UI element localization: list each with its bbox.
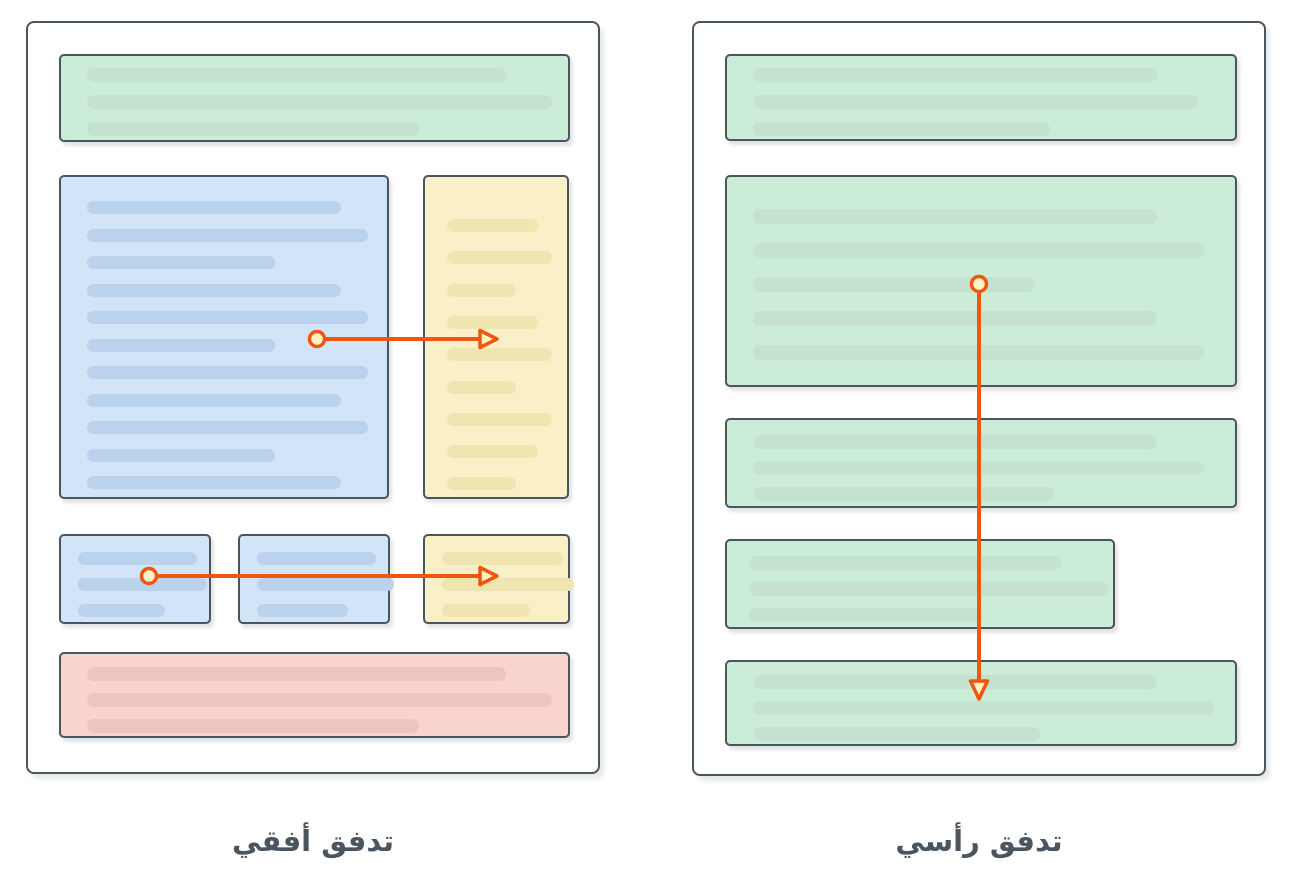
placeholder-text-line — [87, 95, 552, 109]
section-block-2 — [725, 175, 1237, 387]
panel-horizontal-flow — [26, 21, 600, 774]
section-block-5 — [725, 660, 1237, 746]
section-block-1 — [725, 54, 1237, 141]
placeholder-text-line — [753, 209, 1157, 224]
placeholder-text-line — [753, 487, 1055, 501]
placeholder-text-line — [447, 381, 516, 394]
placeholder-text-line — [447, 477, 516, 490]
placeholder-text-line — [447, 316, 538, 329]
placeholder-text-line — [87, 476, 341, 489]
placeholder-text-line — [442, 604, 530, 617]
placeholder-text-line — [753, 675, 1157, 689]
placeholder-text-line — [753, 243, 1204, 258]
placeholder-text-line — [87, 201, 341, 214]
placeholder-text-line — [257, 604, 348, 617]
placeholder-text-line — [87, 719, 419, 733]
placeholder-text-line — [87, 339, 275, 352]
placeholder-text-line — [442, 552, 563, 565]
placeholder-text-line — [87, 667, 506, 681]
placeholder-text-line — [753, 461, 1204, 475]
placeholder-text-line — [753, 277, 1035, 292]
placeholder-text-line — [749, 582, 1108, 596]
placeholder-text-line — [753, 345, 1204, 360]
sidebar-block — [423, 175, 569, 499]
placeholder-text-line — [87, 68, 506, 82]
section-block-3 — [725, 418, 1237, 508]
placeholder-text-line — [753, 727, 1040, 741]
placeholder-text-line — [749, 556, 1061, 570]
placeholder-text-line — [442, 578, 574, 591]
placeholder-text-line — [753, 311, 1157, 326]
caption-horizontal-flow: تدفق أفقي — [231, 824, 394, 858]
card-block-1 — [59, 534, 211, 624]
placeholder-text-line — [447, 445, 538, 458]
placeholder-text-line — [87, 229, 368, 242]
placeholder-text-line — [257, 578, 394, 591]
footer-block — [59, 652, 570, 738]
placeholder-text-line — [87, 421, 368, 434]
placeholder-text-line — [78, 604, 165, 617]
placeholder-text-line — [257, 552, 376, 565]
placeholder-text-line — [87, 122, 419, 136]
placeholder-text-line — [749, 608, 983, 622]
placeholder-text-line — [447, 219, 538, 232]
placeholder-text-line — [753, 68, 1157, 82]
card-block-3 — [423, 534, 574, 624]
placeholder-text-line — [753, 435, 1157, 449]
placeholder-text-line — [87, 693, 552, 707]
placeholder-text-line — [447, 251, 552, 264]
caption-vertical-flow: تدفق رأسي — [895, 824, 1063, 858]
placeholder-text-line — [447, 284, 516, 297]
placeholder-text-line — [753, 122, 1050, 136]
placeholder-text-line — [87, 284, 341, 297]
section-block-4 — [725, 539, 1115, 629]
placeholder-text-line — [78, 578, 207, 591]
header-block — [59, 54, 570, 142]
placeholder-text-line — [447, 348, 552, 361]
main-content-block — [59, 175, 389, 499]
placeholder-text-line — [753, 95, 1198, 109]
placeholder-text-line — [78, 552, 197, 565]
placeholder-text-line — [753, 701, 1214, 715]
placeholder-text-line — [87, 449, 275, 462]
placeholder-text-line — [87, 394, 341, 407]
placeholder-text-line — [87, 366, 368, 379]
panel-vertical-flow — [692, 21, 1266, 776]
placeholder-text-line — [87, 256, 275, 269]
placeholder-text-line — [87, 311, 368, 324]
placeholder-text-line — [447, 413, 552, 426]
card-block-2 — [238, 534, 394, 624]
